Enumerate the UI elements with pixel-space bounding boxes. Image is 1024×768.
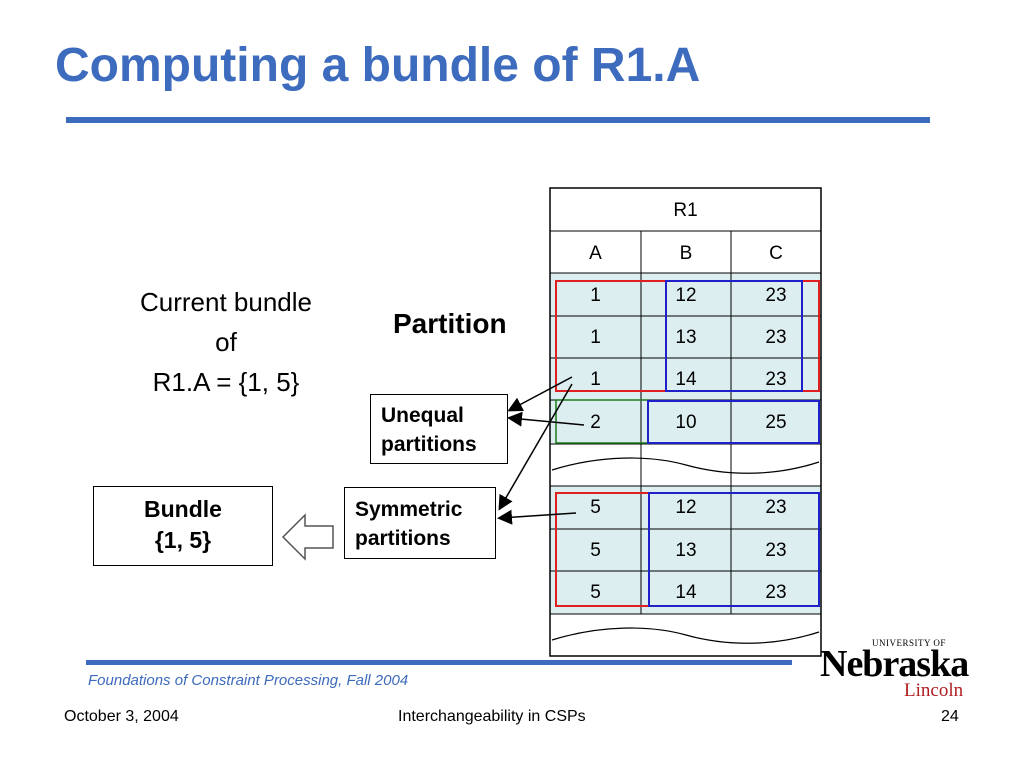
header-a: A (589, 243, 602, 264)
footer-date: October 3, 2004 (64, 708, 179, 725)
logo-nebraska: Nebraska (820, 643, 969, 685)
cell: 23 (765, 540, 787, 561)
nebraska-logo: UNIVERSITY OF Nebraska Lincoln (820, 636, 969, 701)
page-number: 24 (941, 708, 959, 725)
arrow-unequal-2 (507, 411, 585, 427)
cell: 5 (590, 540, 601, 561)
cell: 12 (675, 497, 697, 518)
break-wave (551, 627, 820, 644)
cell: 23 (765, 497, 787, 518)
header-c: C (769, 243, 783, 264)
hollow-left-arrow (281, 513, 334, 561)
unequal-line2: partitions (381, 433, 477, 456)
arrow-symmetric-2 (497, 509, 577, 525)
cell: 10 (675, 412, 697, 433)
arrow-symmetric-1 (498, 383, 573, 511)
cell: 5 (590, 582, 601, 603)
blue-partition-top (665, 280, 803, 392)
cell: 23 (765, 285, 787, 306)
break-wave (551, 457, 820, 474)
logo-university-of: UNIVERSITY OF (872, 638, 946, 648)
current-bundle-line1: Current bundle (140, 287, 312, 317)
unequal-partitions-box: Unequal partitions (370, 394, 508, 464)
cell: 5 (590, 497, 601, 518)
logo-lincoln: Lincoln (904, 680, 964, 701)
cell: 1 (590, 327, 601, 348)
cell: 1 (590, 285, 601, 306)
cell: 14 (675, 582, 697, 603)
current-bundle-line3: R1.A = {1, 5} (152, 367, 300, 397)
blue-partition-bottom (648, 492, 820, 607)
cell: 23 (765, 582, 787, 603)
bundle-line2: {1, 5} (154, 527, 212, 553)
cell: 23 (765, 327, 787, 348)
cell: 25 (765, 412, 787, 433)
cell: 13 (675, 327, 697, 348)
table-name: R1 (673, 200, 698, 221)
cell: 12 (675, 285, 697, 306)
fill-rows-5-7 (550, 486, 821, 614)
bundle-box: Bundle {1, 5} (93, 486, 273, 566)
symmetric-line2: partitions (355, 527, 451, 550)
partition-label: Partition (393, 308, 507, 339)
footer-rule (86, 660, 792, 665)
unequal-line1: Unequal (381, 404, 464, 427)
current-bundle-text: Current bundle of R1.A = {1, 5} (90, 282, 362, 402)
fill-row-4 (550, 400, 821, 444)
cell: 13 (675, 540, 697, 561)
cell: 23 (765, 369, 787, 390)
footer-course: Foundations of Constraint Processing, Fa… (88, 672, 409, 689)
current-bundle-line2: of (215, 327, 237, 357)
blue-partition-row4 (647, 400, 820, 444)
symmetric-partitions-box: Symmetric partitions (344, 487, 496, 559)
symmetric-line1: Symmetric (355, 498, 463, 521)
bundle-line1: Bundle (144, 496, 222, 522)
footer-topic: Interchangeability in CSPs (398, 708, 586, 725)
fill-rows-1-3 (550, 273, 821, 400)
cell: 14 (675, 369, 697, 390)
slide-title: Computing a bundle of R1.A (55, 39, 701, 92)
header-b: B (679, 243, 693, 264)
cell: 2 (590, 412, 601, 433)
arrow-unequal-1 (507, 376, 573, 412)
cell: 1 (590, 369, 601, 390)
title-underline (66, 117, 930, 123)
